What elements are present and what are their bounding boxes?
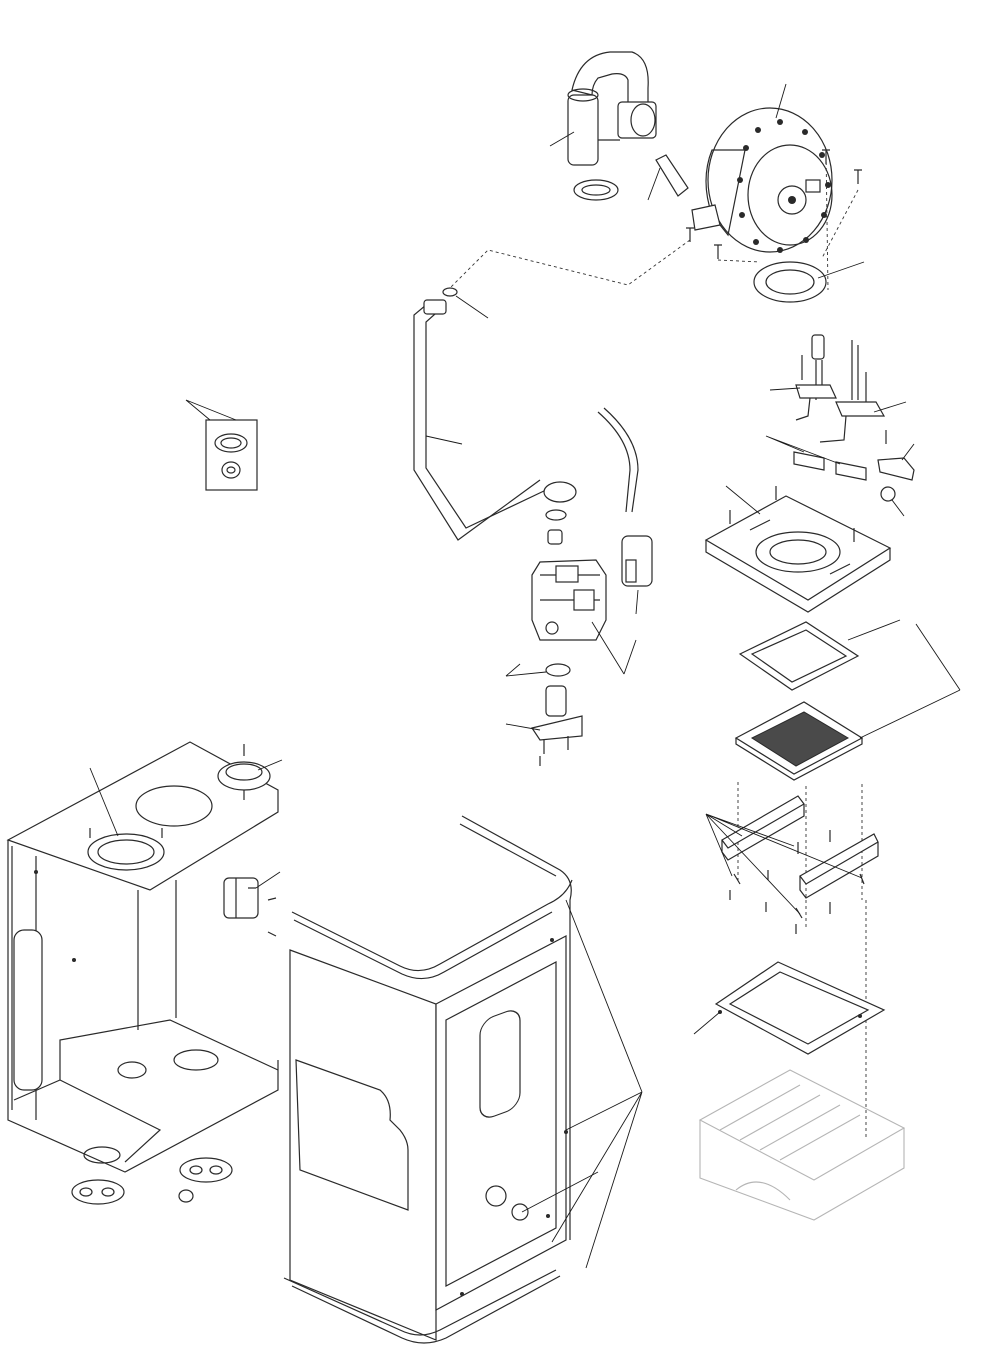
burner-door-68 xyxy=(704,486,892,613)
gasket-33 xyxy=(793,451,867,481)
solenoid-coil-15 xyxy=(621,535,653,587)
gas-inlet-14 xyxy=(531,685,583,766)
brackets-34 xyxy=(721,795,879,934)
flue-opening xyxy=(135,785,213,827)
seal-200 xyxy=(545,663,571,677)
burner-mesh-4 xyxy=(734,701,864,781)
electrode-79 xyxy=(795,334,837,421)
electrode-5 xyxy=(819,340,886,443)
flue-adapter-27 xyxy=(87,828,165,871)
sensor-436 xyxy=(655,154,689,197)
gasket-67 xyxy=(738,621,860,691)
front-casing-16 xyxy=(283,815,573,1344)
kit-box-700 xyxy=(205,419,258,491)
combustion-frame-40 xyxy=(714,961,886,1055)
fan-gasket-77 xyxy=(753,261,827,303)
transformer-613 xyxy=(223,877,277,937)
flue-elbow-92 xyxy=(567,51,657,201)
fan-assembly xyxy=(686,107,862,259)
bracket-9 xyxy=(877,430,915,502)
gas-valve-13 xyxy=(531,509,607,641)
heat-exchanger-outline xyxy=(698,1069,906,1221)
gas-pipe-12 xyxy=(413,287,577,541)
grommets xyxy=(71,1157,233,1205)
air-inlet-31 xyxy=(217,744,271,800)
